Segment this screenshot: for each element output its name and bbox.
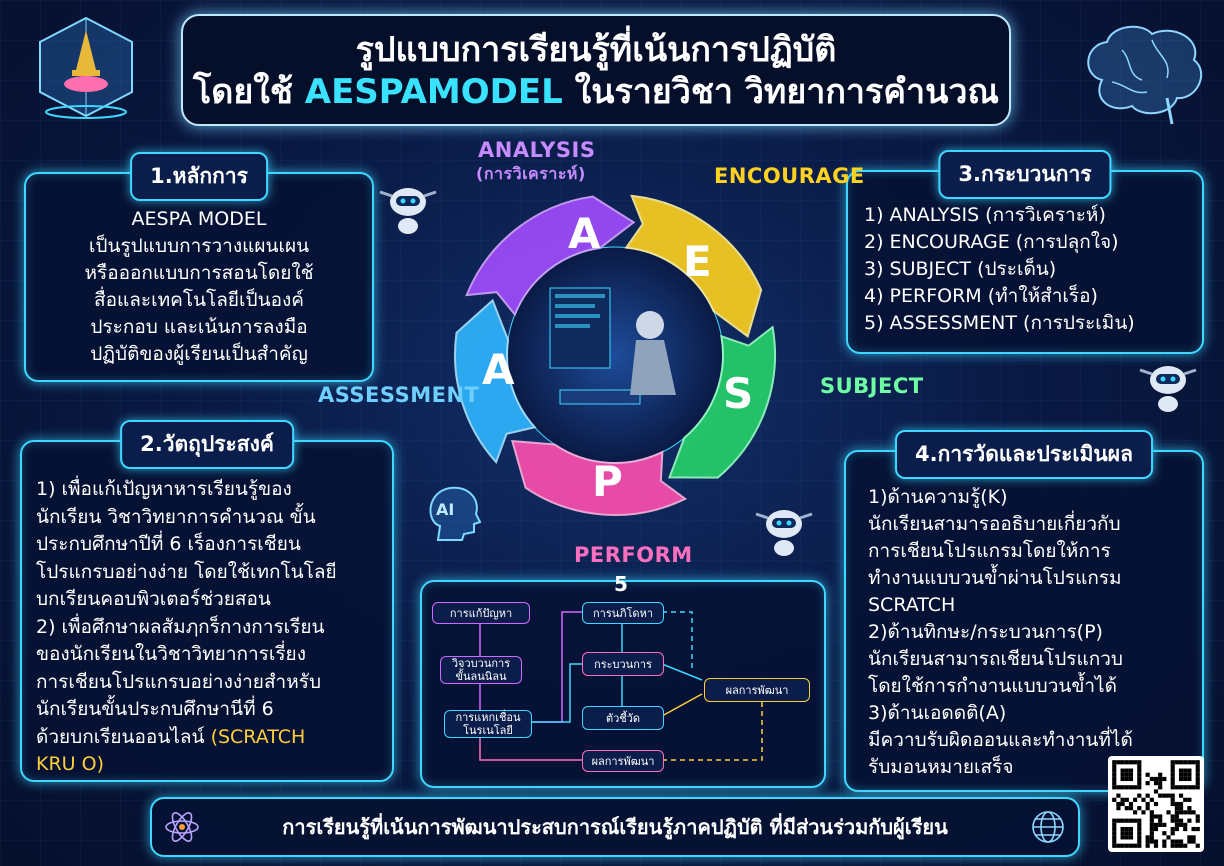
flowchart-panel: 5 การแก้ปัญหา วิจวบวนการ ขั้นลนนิลน การแ…: [420, 572, 826, 788]
flow-box-result-bottom: ผลการพัฒนา: [582, 750, 664, 772]
footer-text: การเรียนรู้ที่เน้นการพัฒนาประสบการณ์เรีย…: [282, 815, 948, 839]
title-line-2: โดยใช้ AESPAMODEL ในรายวิชา วิทยาการคำนว…: [183, 70, 1009, 114]
evaluation-text: 1)ด้านความรู้(K) นักเรียนสามารออธิบายเกี…: [868, 484, 1202, 781]
objective-text: 1) เพื่อแก้เปัญหาหารเรียนรู้ของ นักเรียน…: [36, 476, 392, 779]
objective-line: โปรแกรบอย่างง่าย โดยใช้เทกโนโลยี: [36, 560, 337, 583]
aespa-cycle: A E S P A: [440, 180, 790, 530]
evaluation-heading: 4.การวัดและประเมินผล: [895, 430, 1153, 479]
objective-last-accent: (SCRATCH: [210, 725, 306, 748]
objective-heading: 2.วัตถุประสงค์: [120, 420, 294, 469]
label-perform: PERFORM: [574, 543, 693, 567]
ai-badge: AI: [436, 500, 455, 519]
objective-last-accent-2: KRU O): [36, 753, 104, 775]
drone-robot-icon: [752, 500, 816, 564]
objective-line: บกเรียนคอบพิวเตอร์ช่วยสอน: [36, 588, 271, 610]
flow-box-indicator: ตัวชี้วัด: [582, 706, 664, 730]
flow-box-result-right: ผลการพัฒนา: [704, 678, 810, 702]
label-analysis-sub: (การวิเคราะห์): [476, 164, 586, 183]
principle-line: AESPA MODEL: [131, 208, 267, 230]
label-subject: SUBJECT: [820, 374, 924, 398]
evaluation-line: การเชียนโปรแกรมโดยให้การ: [868, 540, 1111, 562]
school-emblem-icon: [30, 12, 142, 124]
evaluation-line: รับมอนหมายเสร็จ: [868, 756, 1014, 778]
principle-line: ปฏิบัติของผู้เรียนเป็นสำคัญ: [90, 343, 308, 365]
process-line: 5) ASSESSMENT (การประเมิน): [864, 312, 1135, 334]
principle-text: AESPA MODEL เป็นรูปแบบการวางแผนเผน หรืออ…: [26, 206, 372, 368]
flow-box-process: กระบวนการ: [582, 652, 664, 676]
qr-code-icon: [1108, 756, 1204, 852]
process-line: 1) ANALYSIS (การวิเคราะห์): [864, 204, 1106, 226]
title-line-1: รูปแบบการเรียนรู้ที่เน้นการปฏิบัติ: [355, 30, 837, 70]
globe-icon: [1030, 809, 1066, 845]
label-assessment: ASSESSMENT: [318, 383, 480, 407]
footer-banner: การเรียนรู้ที่เน้นการพัฒนาประสบการณ์เรีย…: [150, 797, 1080, 857]
principle-line: หรือออกแบบการสอนโดยใช้: [84, 262, 314, 284]
evaluation-line: 3)ด้านเอดดติ(A): [868, 702, 1007, 724]
principle-line: เป็นรูปแบบการวางแผนเผน: [88, 235, 310, 257]
evaluation-line: 2)ด้านทิกษะ/กระบวนการ(P): [868, 621, 1103, 643]
evaluation-line: นักเรียนสามารออธิบายเกี่ยวกับ: [868, 513, 1121, 535]
label-encourage: ENCOURAGE: [714, 164, 865, 188]
flow-box-tech-analysis: วิจวบวนการ ขั้นลนนิลน: [440, 656, 522, 684]
title-suffix: ในรายวิชา วิทยาการคำนวณ: [562, 72, 999, 112]
flow-box-problem: การแก้ปัญหา: [432, 602, 530, 624]
title-accent: AESPAMODEL: [304, 72, 563, 112]
process-text: 1) ANALYSIS (การวิเคราะห์) 2) ENCOURAGE …: [864, 202, 1202, 337]
evaluation-panel: 4.การวัดและประเมินผล 1)ด้านความรู้(K) นั…: [844, 430, 1204, 792]
process-heading: 3.กระบวนการ: [938, 150, 1112, 199]
atom-icon: [164, 809, 200, 845]
evaluation-line: 1)ด้านความรู้(K): [868, 486, 1008, 508]
principle-line: ประกอบ และเน้นการลงมือ: [90, 316, 308, 338]
process-line: 2) ENCOURAGE (การปลุกใจ): [864, 231, 1119, 253]
objective-line: ประกบศึกษาปีที่ 6 เร็องการเชียน: [36, 533, 301, 555]
evaluation-line: ทำงานแบบวนข้ำผ่านโปรแกรม: [868, 567, 1122, 589]
principle-line: สื่อและเทคโนโลยีเป็นองค์: [94, 289, 304, 311]
objective-last-prefix: ด้วยบกเรียนออนไลน์: [36, 725, 211, 748]
label-analysis: ANALYSIS: [478, 138, 596, 162]
evaluation-line: SCRATCH: [868, 594, 956, 616]
objective-line: นักเรียน วิชาวิทยาการคำนวณ ขั้น: [36, 505, 316, 528]
principle-heading: 1.หลักการ: [130, 152, 268, 201]
title-prefix: โดยใช้: [192, 72, 305, 112]
evaluation-line: โดยใช้การกำงานแบบวนข้ำได้: [868, 675, 1117, 697]
drone-robot-icon: [1136, 356, 1200, 420]
process-line: 4) PERFORM (ทำให้สำเร็อ): [864, 285, 1098, 307]
title-banner: รูปแบบการเรียนรู้ที่เน้นการปฏิบัติ โดยใช…: [181, 14, 1011, 126]
objective-line: 1) เพื่อแก้เปัญหาหารเรียนรู้ของ: [36, 478, 292, 500]
letter-analysis: A: [568, 209, 601, 258]
drone-robot-icon: [376, 178, 440, 242]
objective-line: 2) เพื่อศึกษาผลสัมฦกร็กางการเรียน: [36, 615, 325, 638]
flowchart-number: 5: [614, 572, 628, 596]
letter-perform: P: [592, 457, 623, 506]
process-panel: 3.กระบวนการ 1) ANALYSIS (การวิเคราะห์) 2…: [846, 150, 1204, 354]
objective-line: นักเรียนขั้นประกบศึกษานีที่ 6: [36, 698, 274, 720]
letter-encourage: E: [683, 237, 712, 286]
objective-line: การเชียนโปรแกรบอย่างง่ายสำหรับ: [36, 670, 321, 693]
objective-panel: 2.วัตถุประสงค์ 1) เพื่อแก้เปัญหาหารเรียน…: [20, 420, 394, 782]
flowchart-connectors: [479, 611, 763, 761]
evaluation-line: นักเรียนสามารถเชียนโปรแกวบ: [868, 648, 1123, 670]
flow-box-find-out: การนภิโดหา: [582, 602, 664, 624]
evaluation-line: มีควาบรับผิดออนและทำงานที่ได้: [868, 729, 1133, 751]
objective-line-last: ด้วยบกเรียนออนไลน์ (SCRATCH: [36, 724, 392, 752]
objective-line: ของนักเรียนในวิชาวิทยาการเรี่ยง: [36, 643, 306, 665]
process-line: 3) SUBJECT (ประเด็น): [864, 258, 1057, 280]
letter-assessment: A: [482, 345, 515, 394]
brain-icon: [1072, 20, 1212, 130]
ai-head-icon: AI: [418, 478, 488, 548]
principle-panel: 1.หลักการ AESPA MODEL เป็นรูปแบบการวางแผ…: [24, 152, 374, 382]
center-screens: [549, 287, 676, 405]
letter-subject: S: [723, 369, 753, 418]
flow-box-tech-link: การแหกเชื่อน โนรเนโลยี: [444, 710, 532, 738]
